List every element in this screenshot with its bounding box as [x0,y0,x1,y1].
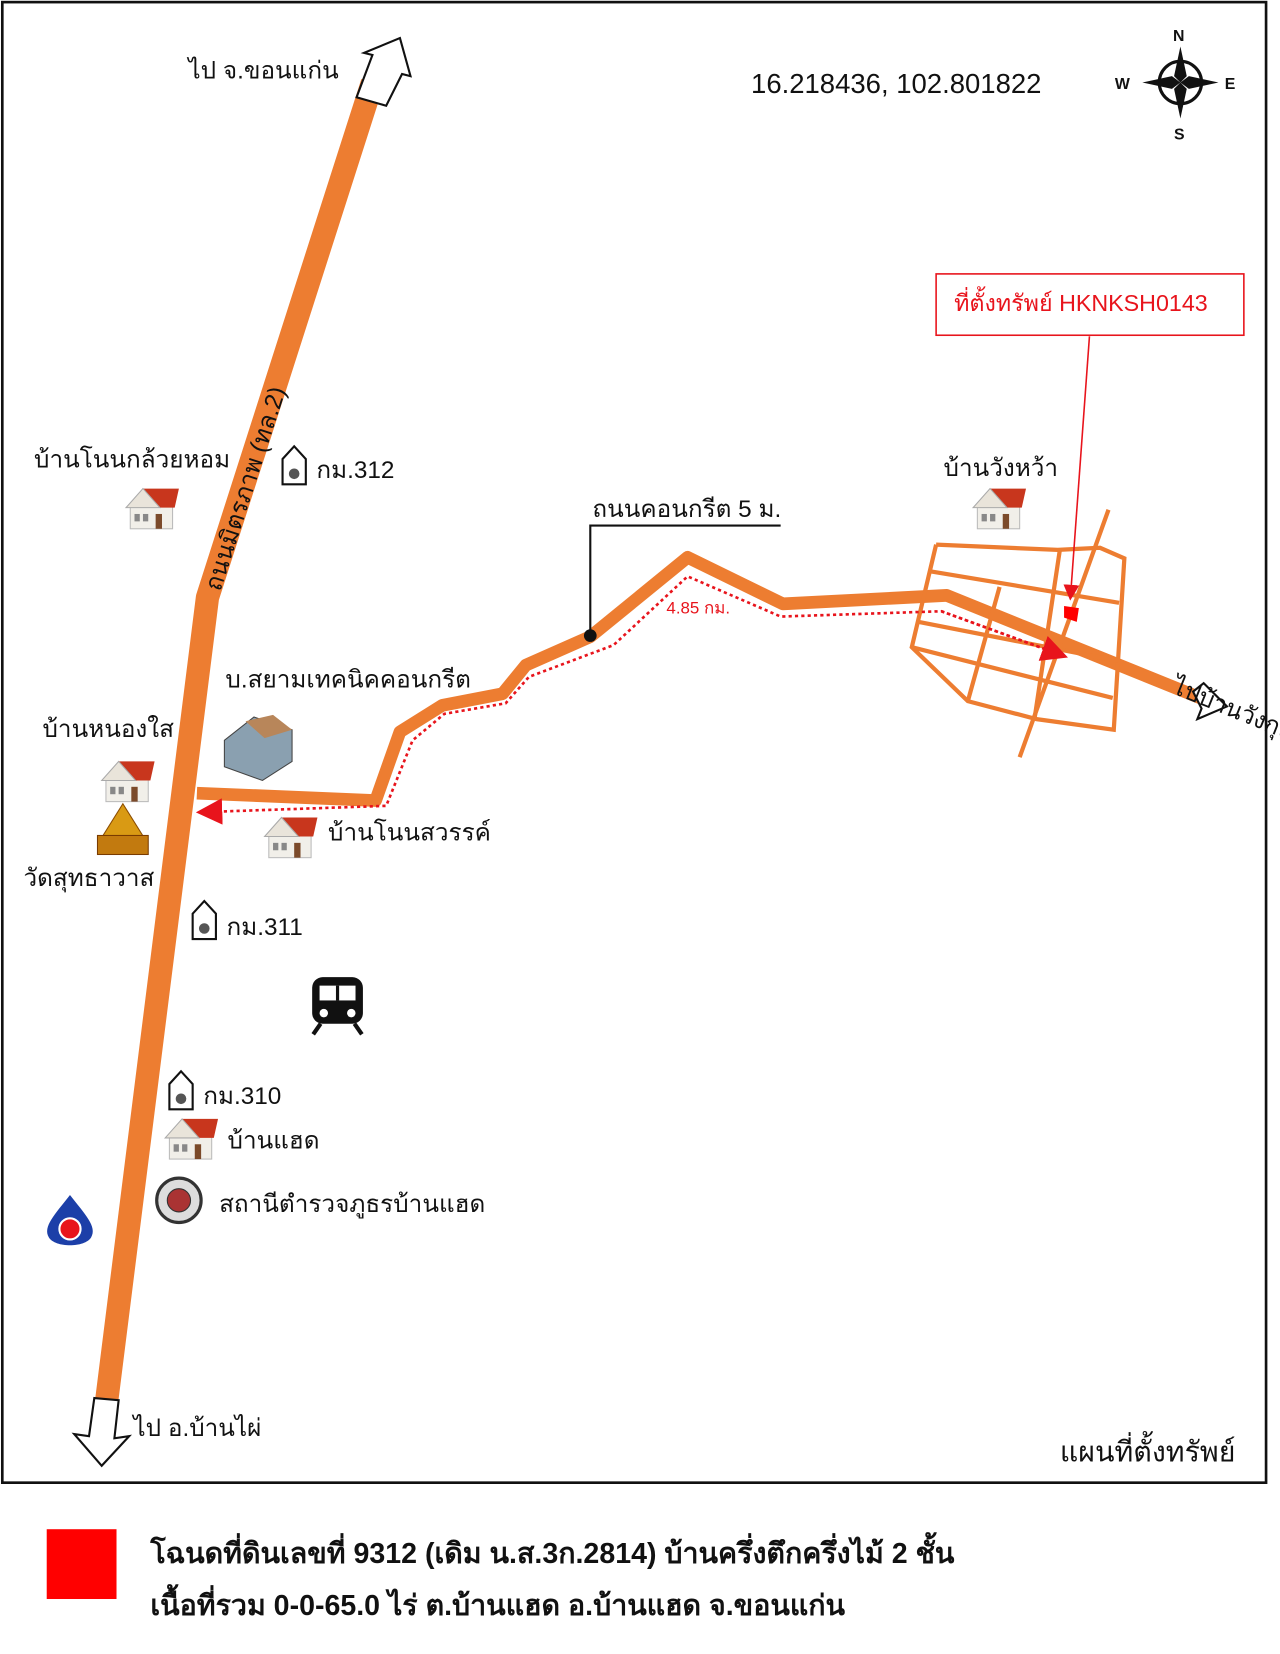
route-dotted [195,574,1064,825]
km-312: กม.312 [316,457,394,484]
svg-text:N: N [1173,28,1184,45]
asset-marker [1064,605,1079,622]
svg-text:S: S [1174,127,1185,144]
place-siam-concrete: บ.สยามเทคนิคคอนกรีต [225,666,471,693]
svg-text:E: E [1225,76,1236,93]
temple-icon [96,802,149,856]
direction-banphai: ไป อ.บ้านไผ่ [131,1414,261,1442]
compass-icon: N S W E [1115,28,1236,143]
arrow-east [1191,681,1229,722]
concrete-road-label: ถนนคอนกรีต 5 ม. [592,496,781,523]
callout-dot [583,629,597,642]
legend-swatch [46,1529,117,1600]
place-nong-sai: บ้านหนองใส [42,715,174,743]
asset-label-box [935,273,1245,337]
route-arrow-to-asset [940,610,1068,661]
map-title: แผนที่ตั้งทรัพย์ [1060,1432,1236,1469]
legend-line-2: เนื้อที่รวม 0-0-65.0 ไร่ ต.บ้านแฮด อ.บ้า… [150,1584,845,1622]
train-icon [311,977,364,1036]
factory-icon [223,714,293,782]
highway-2-road [94,78,384,1408]
asset-label: ที่ตั้งทรัพย์ HKNKSH0143 [954,286,1208,316]
arrow-south [71,1396,133,1468]
place-wang-wa: บ้านวังหว้า [944,455,1059,482]
place-non-kluai-hom: บ้านโนนกล้วยหอม [34,445,230,473]
km-311: กม.311 [227,914,303,941]
village-roads [909,509,1127,758]
place-non-sawan: บ้านโนนสวรรค์ [328,819,491,847]
route-distance: 4.85 กม. [666,598,730,617]
km-310: กม.310 [203,1083,281,1110]
direction-khonkaen: ไป จ.ขอนแก่น [186,56,339,84]
police-badge-icon [155,1176,203,1225]
arrow-north [355,36,413,108]
gas-station-icon [47,1195,93,1246]
concrete-road [196,550,1203,807]
coordinates: 16.218436, 102.801822 [751,68,1041,99]
place-police-station: สถานีตำรวจภูธรบ้านแฮด [219,1191,485,1219]
place-ban-haet: บ้านแฮด [228,1127,320,1154]
place-wat: วัดสุทธาวาส [23,865,154,893]
legend-line-1: โฉนดที่ดินเลขที่ 9312 (เดิม น.ส.3ก.2814)… [149,1532,955,1570]
svg-text:W: W [1115,76,1130,93]
map-frame [0,0,1268,1484]
